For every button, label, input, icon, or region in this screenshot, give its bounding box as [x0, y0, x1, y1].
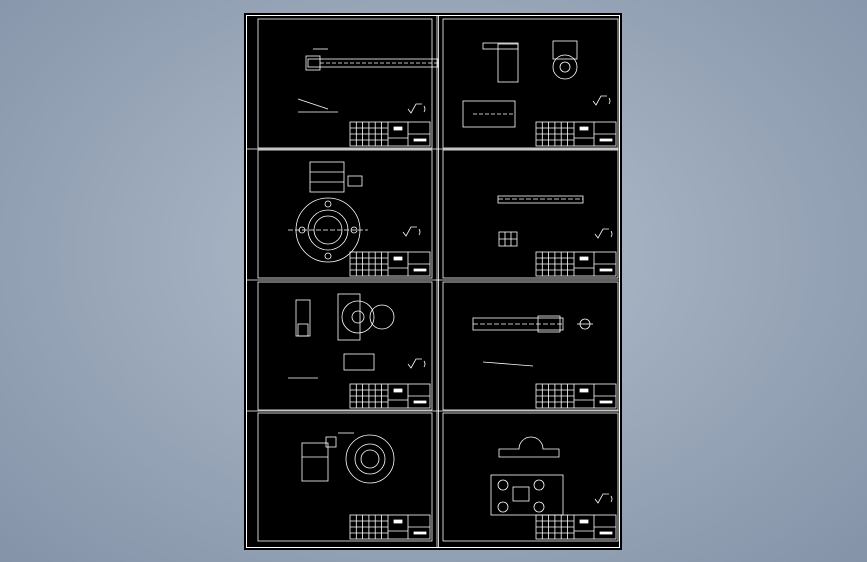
drawing-area	[244, 13, 622, 550]
sheet-4-frame[interactable]	[442, 149, 619, 279]
sheet-grid	[246, 15, 620, 547]
sheet-5-frame[interactable]	[257, 281, 433, 411]
sheet-3-frame[interactable]	[257, 149, 433, 279]
sheet-1-frame[interactable]	[257, 18, 439, 149]
sheet-6-frame[interactable]	[442, 281, 619, 411]
sheet-8-frame[interactable]	[442, 412, 619, 542]
sheet-2-frame[interactable]	[442, 18, 619, 149]
drawing-outer-border	[246, 15, 620, 548]
sheet-7-frame[interactable]	[257, 412, 433, 542]
